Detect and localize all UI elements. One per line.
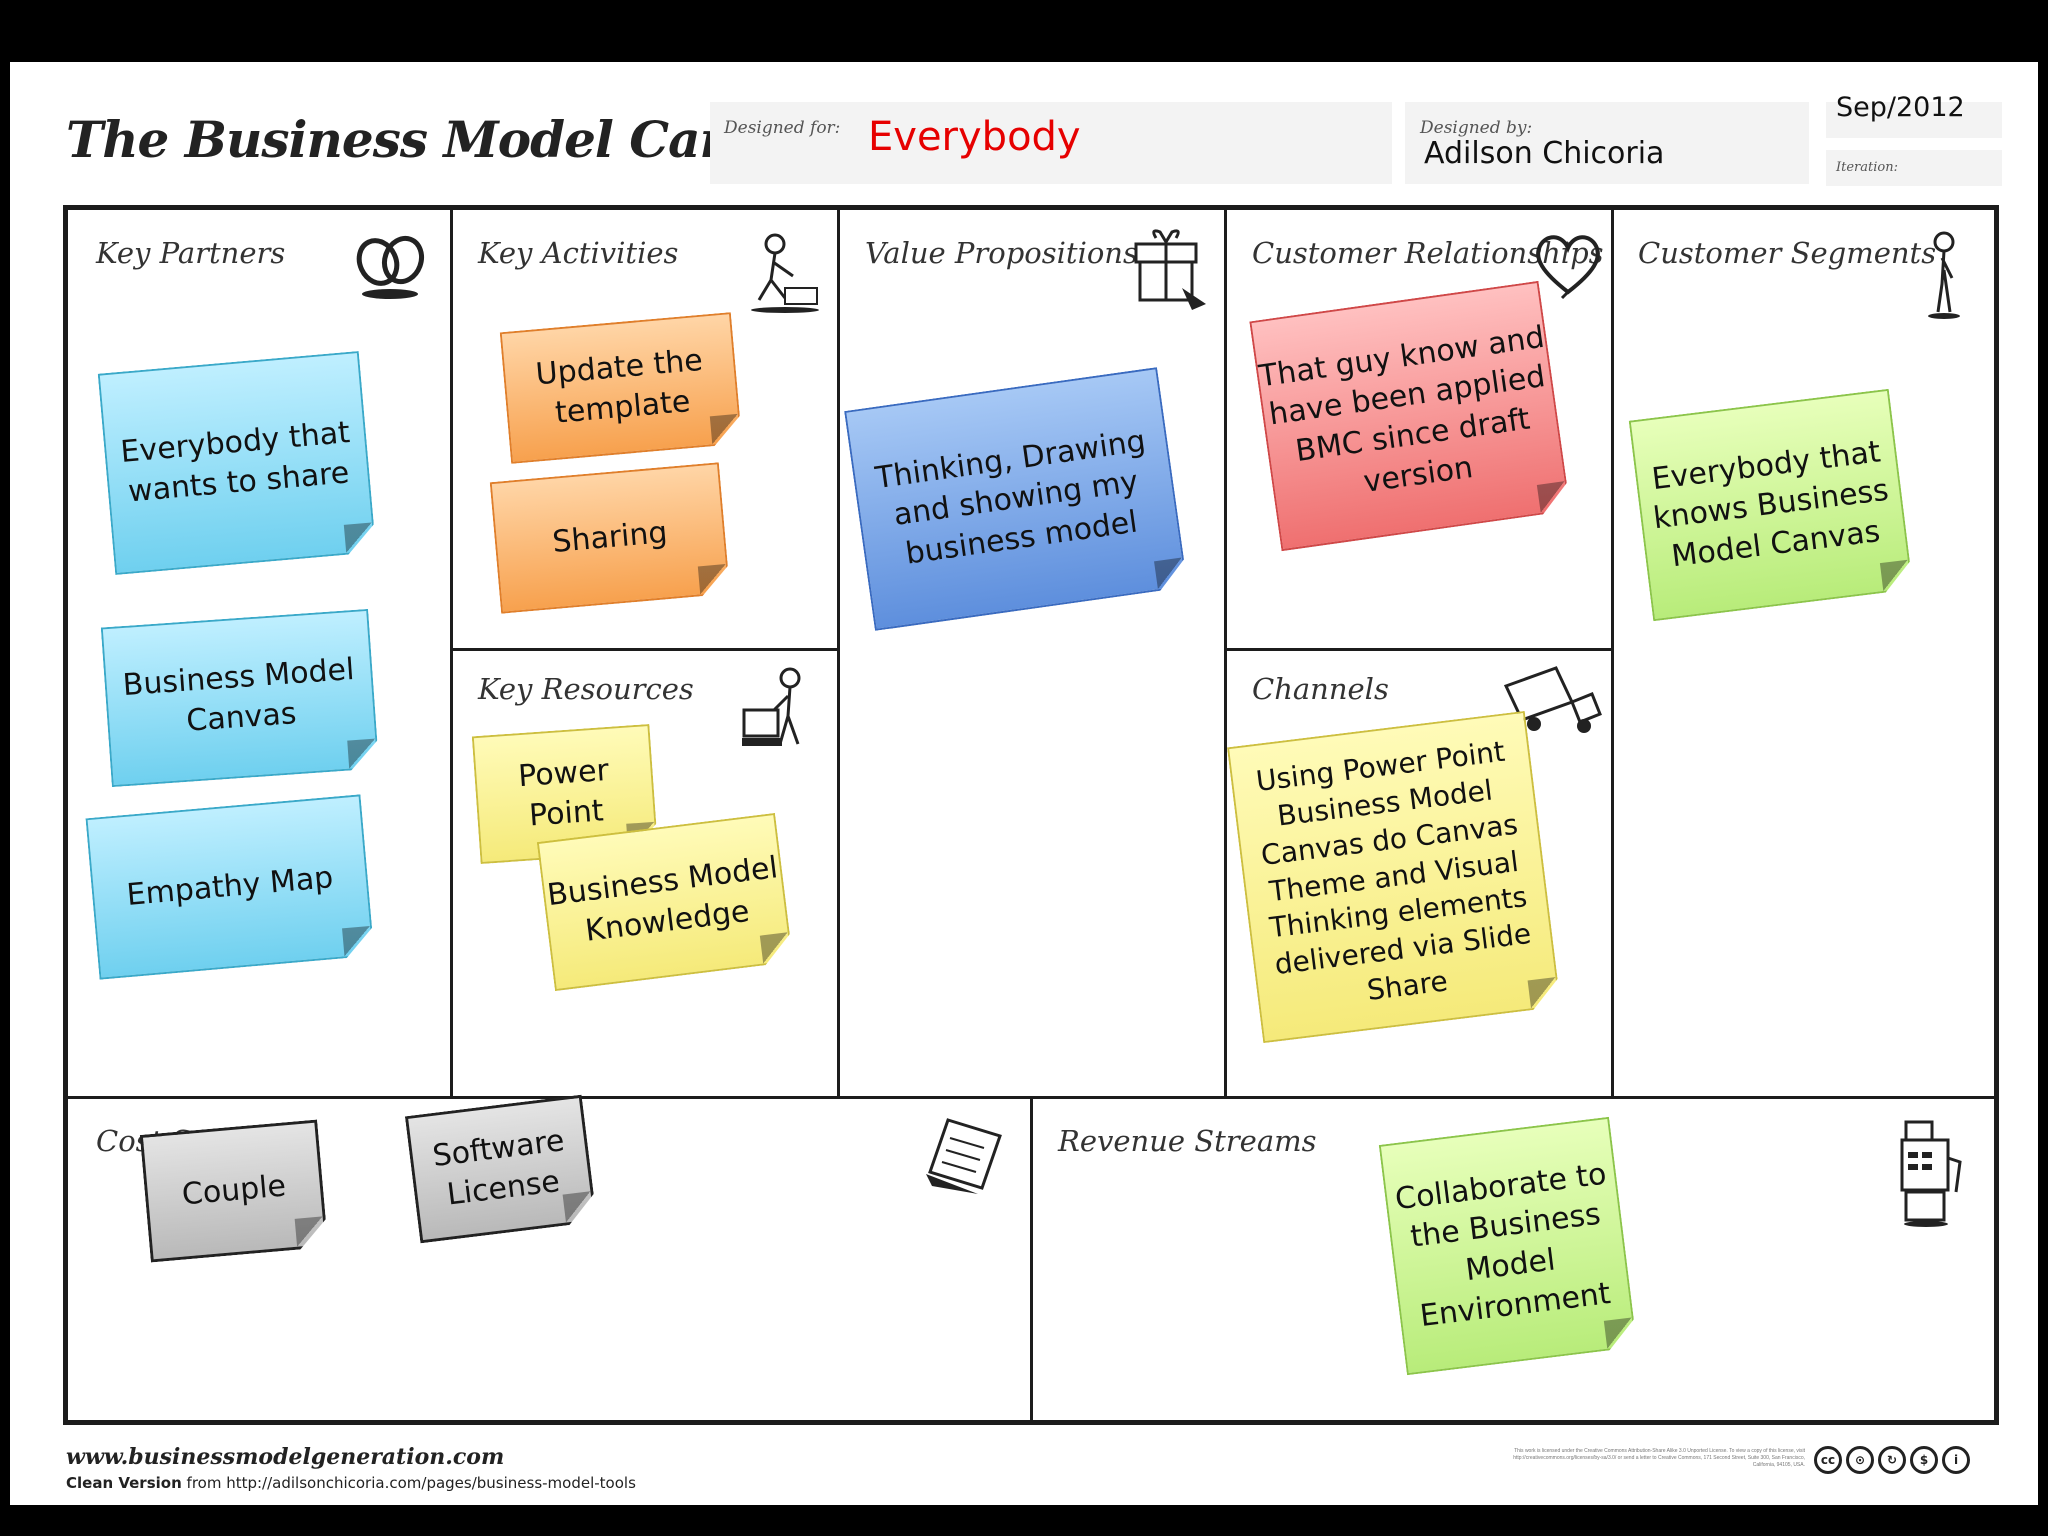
footer-clean-version[interactable]: Clean Version from http://adilsonchicori…: [66, 1474, 636, 1492]
footer-clean-url: from http://adilsonchicoria.com/pages/bu…: [181, 1474, 636, 1492]
gift-icon: [1134, 229, 1206, 310]
note-revenue-1: Collaborate to the Business Model Enviro…: [1379, 1117, 1638, 1376]
block-title-value-propositions: Value Propositions: [865, 236, 1138, 270]
block-title-key-resources: Key Resources: [478, 672, 694, 706]
note-key-activity-1: Update the template: [500, 312, 743, 464]
page-title: The Business Model Canvas: [66, 110, 822, 169]
date-box: [1826, 102, 2002, 138]
divider: [1030, 1099, 1033, 1421]
nc-icon: $: [1910, 1446, 1938, 1474]
note-customer-relationship-1: That guy know and have been applied BMC …: [1249, 281, 1570, 551]
rings-icon: [356, 235, 425, 299]
block-title-key-activities: Key Activities: [478, 236, 679, 270]
business-model-canvas: [63, 205, 1999, 1425]
cash-register-icon: [1900, 1120, 1962, 1227]
designed-by-box: [1405, 102, 1809, 184]
divider: [1227, 648, 1611, 651]
receipt-icon: [926, 1118, 1002, 1194]
person-standing-icon: [1928, 231, 1960, 319]
person-lifting-icon: [742, 667, 801, 746]
note-key-activity-2: Sharing: [490, 462, 731, 614]
note-value-proposition-1: Thinking, Drawing and showing my busines…: [844, 367, 1188, 631]
heart-icon: [1536, 235, 1600, 300]
designed-by-value: Adilson Chicoria: [1424, 136, 1665, 171]
note-cost-2: Software License: [405, 1095, 597, 1244]
footer-site[interactable]: www.businessmodelgeneration.com: [66, 1444, 505, 1470]
divider: [837, 210, 840, 1096]
note-key-partner-1: Everybody that wants to share: [98, 351, 377, 575]
person-working-icon: [751, 233, 819, 313]
divider: [68, 1096, 1994, 1099]
note-key-resource-2: Business Model Knowledge: [537, 813, 793, 991]
divider: [1224, 210, 1227, 1096]
designed-for-label: Designed for:: [724, 118, 841, 138]
cc-icon: cc: [1814, 1446, 1842, 1474]
designed-for-value: Everybody: [868, 114, 1081, 160]
iteration-box: [1826, 150, 2002, 186]
block-title-key-partners: Key Partners: [96, 236, 286, 270]
block-title-channels: Channels: [1252, 672, 1389, 706]
truck-icon: [1503, 666, 1602, 733]
divider: [450, 210, 453, 1096]
designed-by-label: Designed by:: [1420, 118, 1533, 138]
note-key-partner-2: Business Model Canvas: [101, 609, 380, 787]
canvas-sheet: [10, 62, 2038, 1505]
sa-icon: ↻: [1878, 1446, 1906, 1474]
divider: [453, 648, 837, 651]
note-key-partner-3: Empathy Map: [85, 794, 374, 979]
note-cost-1: Couple: [140, 1119, 328, 1262]
by-icon: ⊙: [1846, 1446, 1874, 1474]
designed-for-box: [710, 102, 1392, 184]
block-title-revenue-streams: Revenue Streams: [1058, 1124, 1317, 1158]
footer-clean-label: Clean Version: [66, 1474, 182, 1492]
license-text: This work is licensed under the Creative…: [1513, 1448, 1805, 1468]
divider: [1611, 210, 1614, 1096]
info-icon: i: [1942, 1446, 1970, 1474]
date-value: Sep/2012: [1836, 92, 1965, 123]
block-title-customer-segments: Customer Segments: [1638, 236, 1937, 270]
note-customer-segment-1: Everybody that knows Business Model Canv…: [1629, 389, 1914, 621]
iteration-label: Iteration:: [1836, 160, 1898, 175]
note-channel-1: Using Power Point Business Model Canvas …: [1227, 711, 1561, 1043]
